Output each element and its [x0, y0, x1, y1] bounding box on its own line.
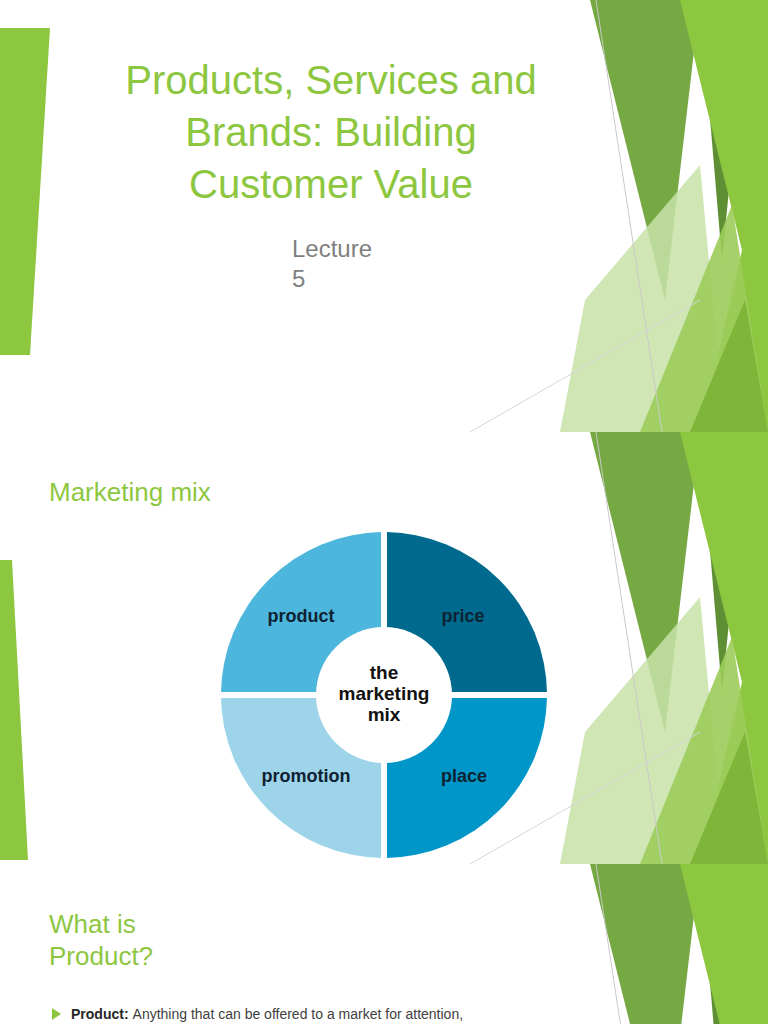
slide-heading: Marketing mix — [49, 476, 211, 508]
term: Product: — [71, 1005, 129, 1023]
definition: Anything that can be offered to a market… — [133, 1005, 464, 1023]
quadrant-label: product — [268, 606, 335, 627]
quadrant-label: price — [441, 606, 484, 627]
slide-title: Products, Services and Brands: Building … — [96, 54, 566, 210]
center-label: the marketing mix — [332, 662, 436, 725]
slide-heading: What is Product? — [49, 908, 199, 972]
subtitle: Lecture 5 — [292, 234, 384, 294]
bullet-line: Product:Anything that can be offered to … — [71, 1005, 463, 1023]
quadrant-label: promotion — [262, 766, 351, 787]
center-circle: the marketing mix — [316, 627, 452, 763]
quadrant-label: place — [441, 766, 487, 787]
